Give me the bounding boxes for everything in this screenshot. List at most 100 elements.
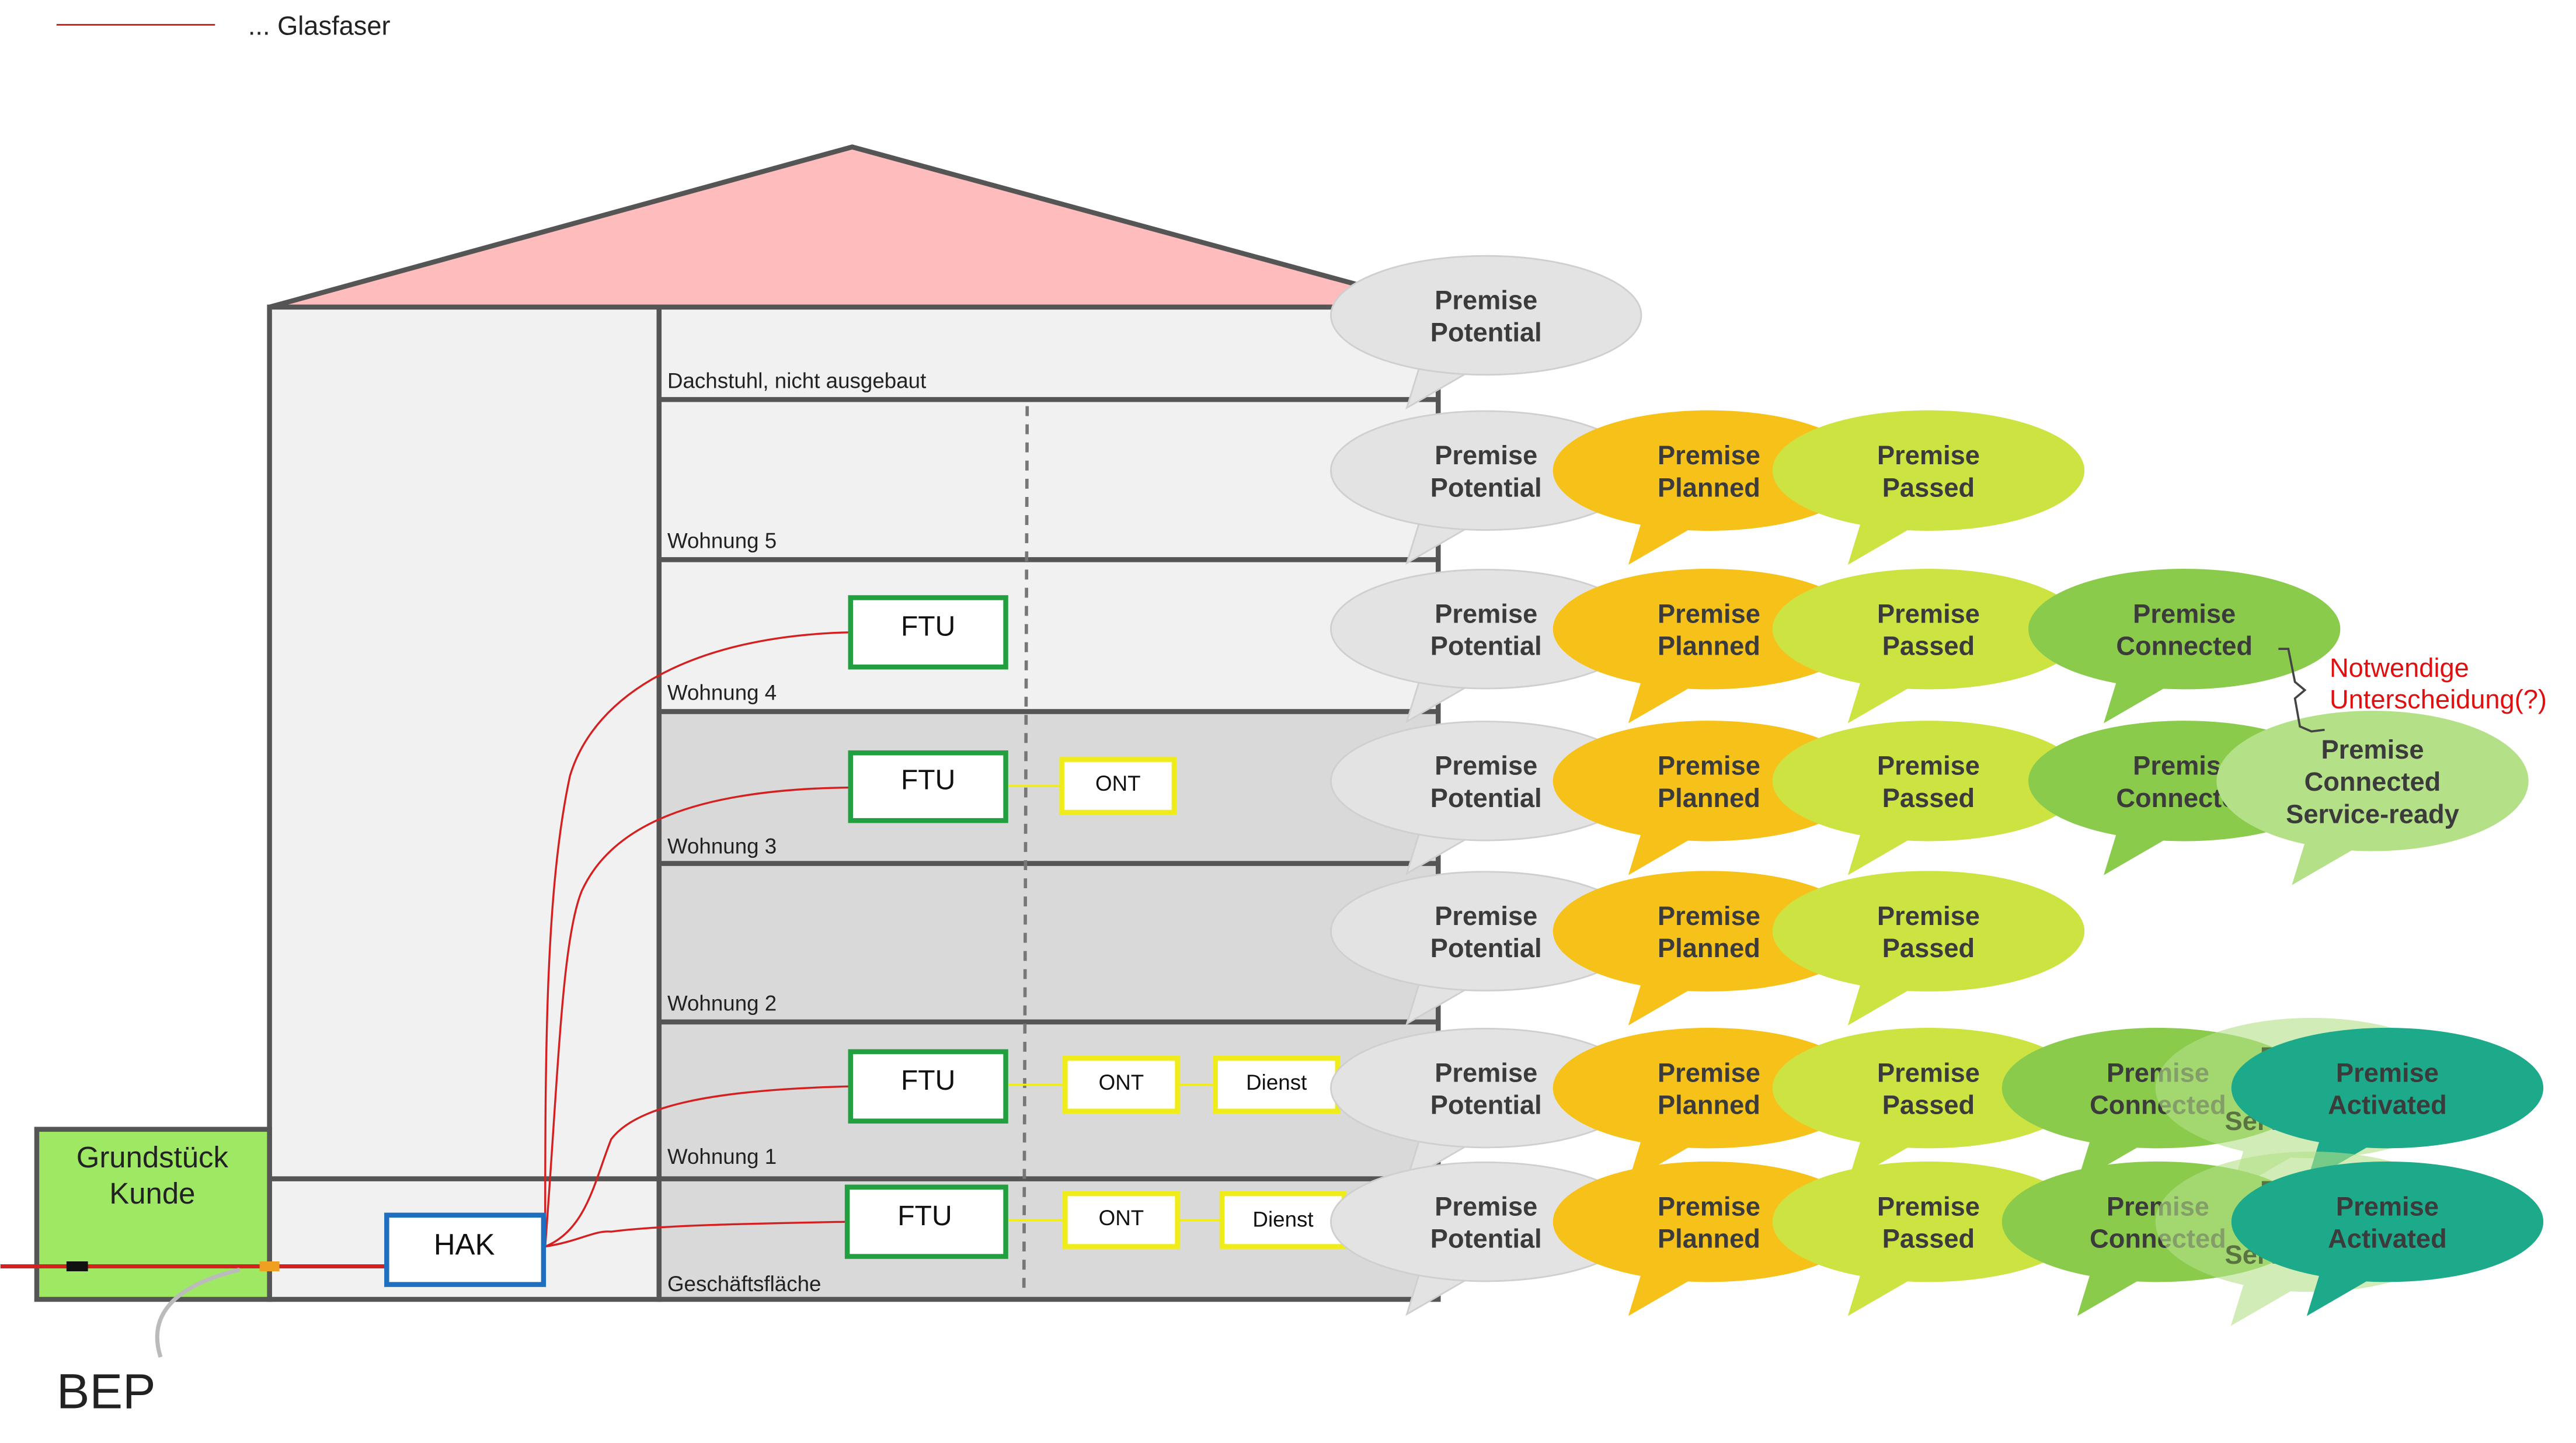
floor-label-attic: Dachstuhl, nicht ausgebaut: [667, 368, 926, 392]
fiber-splice-marker: [66, 1261, 88, 1271]
bubble-text-line: Premise: [1658, 901, 1760, 931]
bubble-text-line: Planned: [1658, 631, 1760, 661]
bubble-text-line: Potential: [1430, 318, 1542, 347]
dienst-label-w1: Dienst: [1246, 1070, 1307, 1094]
bubble-text-line: Premise: [1435, 1192, 1537, 1222]
floor-label-shop: Geschäftsfläche: [667, 1272, 821, 1296]
ftu-label-w4: FTU: [901, 610, 955, 642]
bubble-text-line: Planned: [1658, 783, 1760, 813]
bubble-text-line: Premise: [1658, 599, 1760, 629]
bubble-text-line: Potential: [1430, 472, 1542, 502]
bep-marker: [259, 1261, 280, 1271]
note-bracket: [2278, 648, 2325, 733]
bubble-text-line: Premise: [1658, 1192, 1760, 1222]
bubble-text-line: Passed: [1882, 472, 1975, 502]
ont-label-shop: ONT: [1099, 1206, 1144, 1230]
legend: ... Glasfaser: [56, 11, 391, 40]
floor-attic: [656, 304, 1441, 402]
floor-wohnung-2: [656, 861, 1441, 1025]
note-line1: Notwendige: [2330, 653, 2469, 683]
ftu-label-w1: FTU: [901, 1065, 955, 1096]
bubble-text-line: Planned: [1658, 933, 1760, 963]
plot-label-line2: Kunde: [109, 1177, 195, 1210]
bubble-body: [2028, 568, 2341, 690]
bubble-body: [2216, 711, 2529, 851]
bubble-text-line: Activated: [2328, 1090, 2447, 1120]
bubble-text-line: Premise: [1435, 751, 1537, 781]
bubble-body: [2231, 1027, 2544, 1149]
fiber-lines: [544, 631, 851, 1248]
fiber-ftu-w1: [545, 1085, 851, 1248]
bubble-text-line: Connected: [2305, 767, 2441, 797]
dienst-label-shop: Dienst: [1252, 1208, 1313, 1232]
bubble-text-line: Premise: [1658, 440, 1760, 470]
bubble-text-line: Planned: [1658, 472, 1760, 502]
ont-label-w1: ONT: [1099, 1070, 1144, 1094]
ftu-box-w4: [848, 595, 1008, 670]
legend-fiber-label: ... Glasfaser: [248, 11, 391, 40]
bubble-text-line: Premise: [1435, 1058, 1537, 1088]
bubble-text-line: Premise: [1435, 285, 1537, 315]
bubble-text-line: Premise: [2336, 1192, 2439, 1222]
floor-label-w4: Wohnung 4: [667, 681, 777, 705]
bubble-text-line: Service-ready: [2286, 799, 2459, 829]
fiber-ftu-w4: [544, 631, 851, 1247]
floor-label-w1: Wohnung 1: [667, 1145, 777, 1169]
bubble-text-line: Premise: [1877, 751, 1980, 781]
bubble-text-line: Premise: [1877, 901, 1980, 931]
bubble-text-line: Premise: [1435, 440, 1537, 470]
floor-label-w3: Wohnung 3: [667, 834, 777, 858]
ftu-box-shop: [844, 1184, 1008, 1259]
bubble-body: [2231, 1161, 2544, 1282]
bubble-text-line: Premise: [2336, 1058, 2439, 1088]
note-line2: Unterscheidung(?): [2330, 684, 2547, 714]
bubble-text-line: Premise: [2321, 735, 2424, 764]
fiber-ftu-shop: [545, 1221, 848, 1248]
fiber-ftu-w3: [544, 786, 851, 1247]
bubble-text-line: Premise: [2133, 599, 2236, 629]
hak-box: [384, 1212, 546, 1287]
dienst-box-shop: [1219, 1191, 1347, 1249]
bep-label: BEP: [57, 1364, 156, 1419]
bubble-text-line: Potential: [1430, 1090, 1542, 1120]
bubble-text-line: Premise: [1658, 751, 1760, 781]
hak-label: HAK: [434, 1228, 495, 1261]
bubble-text-line: Potential: [1430, 631, 1542, 661]
bubble-text-line: Potential: [1430, 783, 1542, 813]
bubble-text-line: Activated: [2328, 1224, 2447, 1254]
bubble-text-line: Planned: [1658, 1090, 1760, 1120]
bubble-text-line: Premise: [1877, 1192, 1980, 1222]
ont-box-shop: [1063, 1191, 1180, 1249]
plot-label-line1: Grundstück: [76, 1141, 229, 1174]
bubble-text-line: Premise: [1877, 1058, 1980, 1088]
bubble-text-line: Passed: [1882, 783, 1975, 813]
bubble-body: [1772, 410, 2085, 531]
bubble-text-line: Connected: [2116, 631, 2253, 661]
ont-box-w3: [1059, 757, 1177, 815]
floor-label-w2: Wohnung 2: [667, 991, 777, 1015]
ftu-box-w3: [848, 750, 1008, 823]
bubble-text-line: Planned: [1658, 1224, 1760, 1254]
bubble-text-line: Premise: [1658, 1058, 1760, 1088]
bubble-text-line: Premise: [1877, 599, 1980, 629]
bubble-text-line: Passed: [1882, 1090, 1975, 1120]
floor-label-w5: Wohnung 5: [667, 529, 777, 553]
roof: [269, 144, 1441, 310]
bubble-text-line: Passed: [1882, 933, 1975, 963]
bubble-text-line: Potential: [1430, 933, 1542, 963]
bubble-body: [1772, 871, 2085, 992]
